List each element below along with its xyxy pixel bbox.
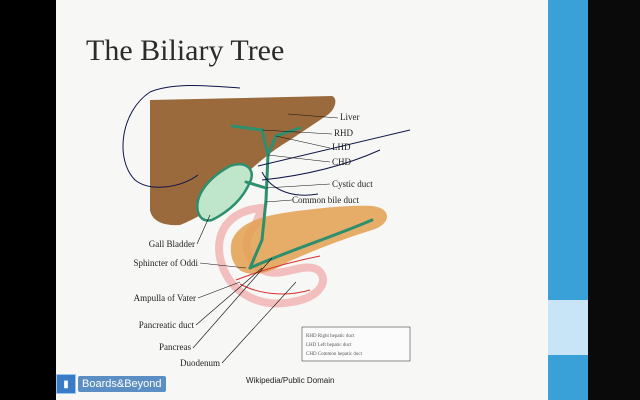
legend-box — [301, 326, 411, 362]
label-gall-bladder: Gall Bladder — [149, 239, 195, 249]
liver-shape — [150, 96, 336, 226]
brand-logo: ▮ Boards&Beyond — [56, 374, 166, 394]
label-duodenum: Duodenum — [180, 358, 220, 368]
legend-item-lhd: LHD Left hepatic duct — [306, 343, 352, 348]
legend-item-rhd: RHD Right hepatic duct — [306, 334, 355, 339]
label-cystic-duct: Cystic duct — [332, 179, 373, 189]
label-chd: CHD — [332, 157, 352, 167]
logo-text: Boards&Beyond — [78, 376, 166, 392]
label-ampulla-of-vater: Ampulla of Vater — [134, 293, 196, 303]
annotation-strokes — [122, 85, 411, 196]
video-margin — [588, 0, 640, 400]
legend-item-chd: CHD Common hepatic duct — [306, 352, 363, 357]
label-sphincter-of-oddi: Sphincter of Oddi — [134, 258, 199, 268]
pancreas-shape — [230, 205, 387, 274]
label-liver: Liver — [340, 112, 360, 122]
label-lhd: LHD — [332, 142, 351, 152]
leader-lines — [192, 113, 339, 364]
image-credit: Wikipedia/Public Domain — [246, 376, 335, 385]
label-pancreatic-duct: Pancreatic duct — [139, 320, 195, 330]
biliary-tree-diagram: Liver RHD LHD CHD Cystic duct Common bil… — [122, 85, 411, 368]
label-common-bile-duct: Common bile duct — [292, 195, 359, 205]
label-pancreas: Pancreas — [159, 342, 191, 352]
logo-icon: ▮ — [56, 374, 76, 394]
accent-bar-highlight — [548, 300, 588, 355]
label-rhd: RHD — [334, 128, 354, 138]
slide-title: The Biliary Tree — [86, 34, 285, 67]
